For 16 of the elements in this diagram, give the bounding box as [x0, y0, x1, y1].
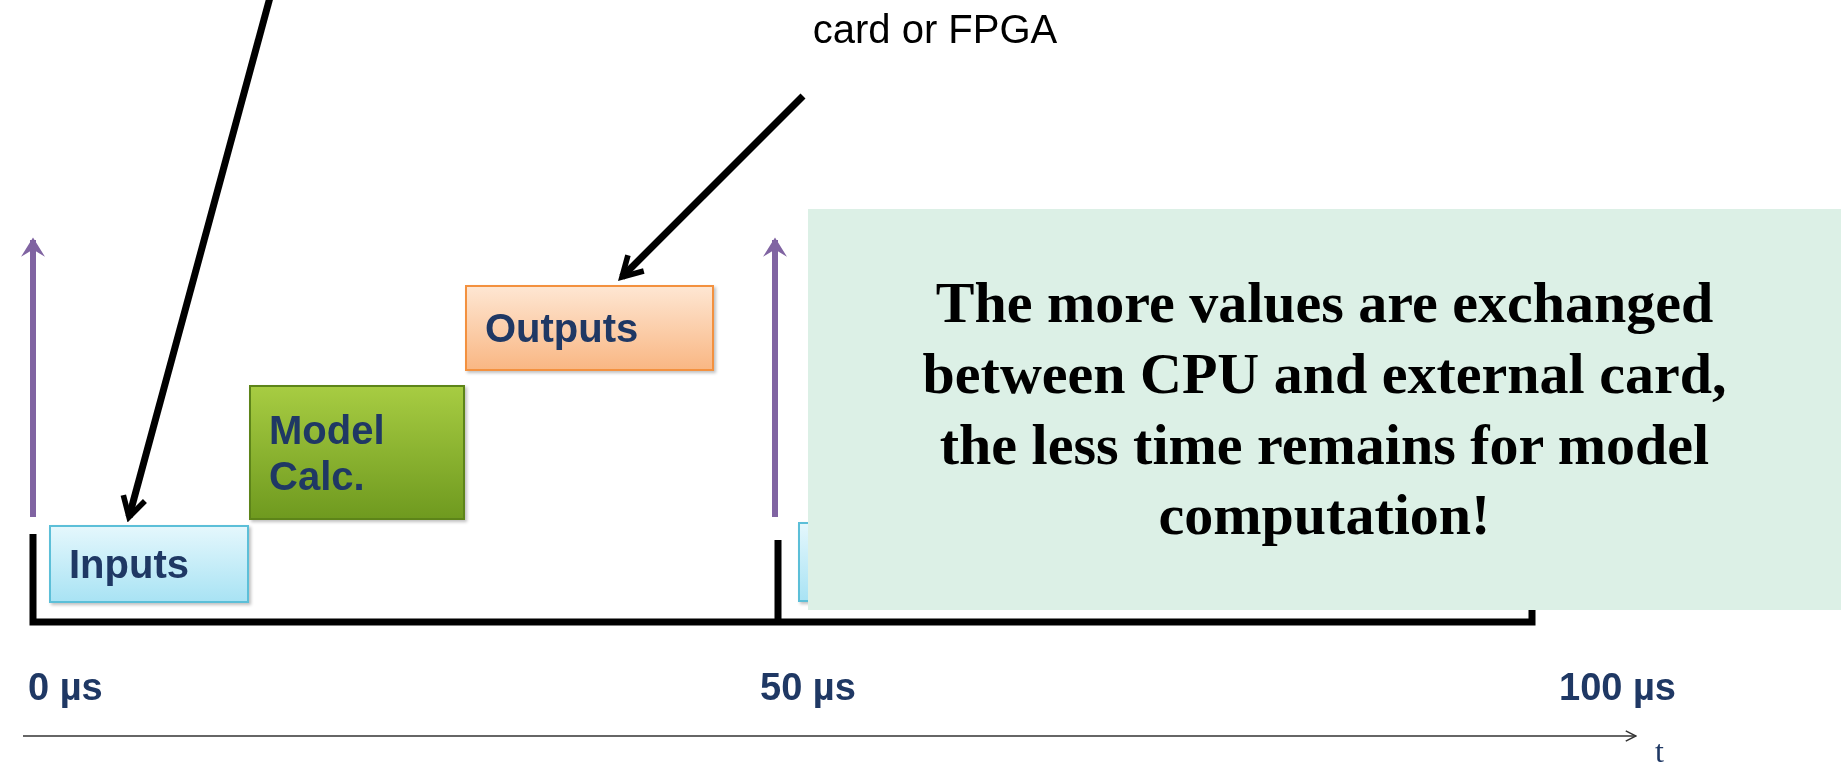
tick-label: 100 µs [1559, 666, 1676, 709]
step-box [798, 522, 809, 602]
arrow [619, 93, 806, 280]
note-box [808, 209, 1841, 610]
tick-label: 50 µs [760, 666, 856, 709]
step-box [249, 385, 465, 520]
step-label: Outputs [485, 305, 640, 351]
axis-label: t [1655, 733, 1664, 763]
step-box [465, 285, 714, 371]
annotation-text: card or FPGA [812, 6, 1058, 52]
tick-label: 0 µs [28, 666, 103, 709]
arrow [120, 0, 276, 520]
step-label: Inputs [69, 541, 190, 587]
note-text: The more values are exchanged between CPU and external card, the less time remains for model computation! [921, 269, 1728, 550]
step-label: Model Calc. [269, 406, 386, 499]
step-box [49, 525, 249, 603]
